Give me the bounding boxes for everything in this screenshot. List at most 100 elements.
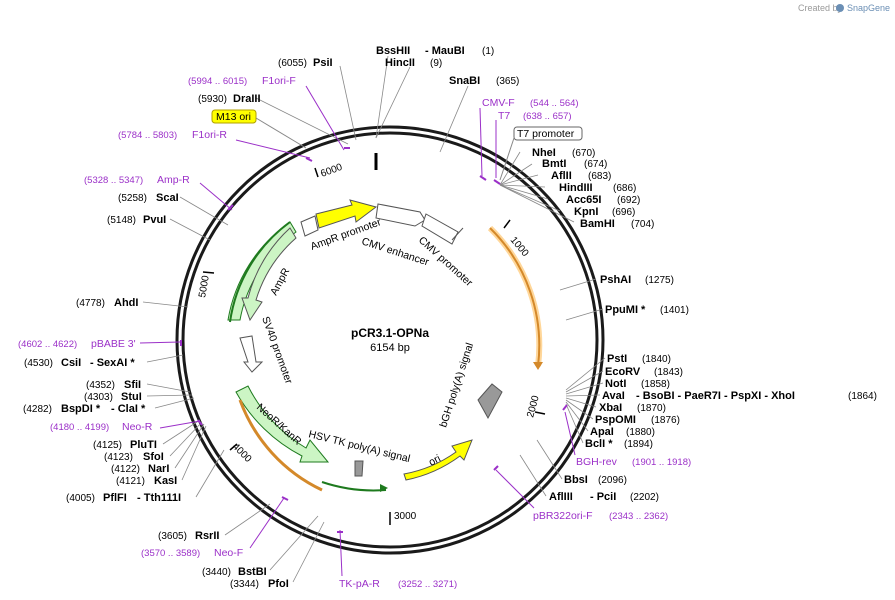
enzyme-apai[interactable]: ApaI bbox=[590, 426, 614, 438]
enzyme-hincii-pos: (9) bbox=[430, 58, 442, 69]
enzyme-ecorv[interactable]: EcoRV bbox=[605, 366, 641, 378]
enzyme-draiii[interactable]: DraIII bbox=[233, 93, 261, 105]
enzyme-ahdi[interactable]: AhdI bbox=[114, 297, 138, 309]
insert-orf bbox=[489, 227, 541, 367]
enzyme-noti[interactable]: NotI bbox=[605, 378, 626, 390]
enzyme-csii[interactable]: CsiI bbox=[61, 357, 81, 369]
enzyme-hincii[interactable]: HincII bbox=[385, 57, 415, 69]
enzyme-bcli-pos: (1894) bbox=[624, 439, 653, 450]
primer-cmv-f[interactable]: CMV-F bbox=[482, 97, 515, 109]
enzyme-bspdi-alt[interactable]: - ClaI * bbox=[111, 403, 146, 415]
enzyme-nari-pos: (4122) bbox=[111, 464, 140, 475]
backbone-inner bbox=[181, 131, 599, 549]
enzyme-pvui[interactable]: PvuI bbox=[143, 214, 166, 226]
enzyme-stui-pos: (4303) bbox=[84, 392, 113, 403]
enzyme-psii[interactable]: PsiI bbox=[313, 57, 333, 69]
enzyme-hindiii-pos: (686) bbox=[613, 183, 636, 194]
enzyme-bcli[interactable]: BclI * bbox=[585, 438, 613, 450]
enzyme-afliii[interactable]: AflIII bbox=[549, 491, 573, 503]
primer-f1ori-f[interactable]: F1ori-F bbox=[262, 75, 296, 87]
enzyme-pflfi[interactable]: PflFI bbox=[103, 492, 127, 504]
enzyme-bstbi[interactable]: BstBI bbox=[238, 566, 267, 578]
enzyme-kasi[interactable]: KasI bbox=[154, 475, 177, 487]
enzyme-pvui-pos: (5148) bbox=[107, 215, 136, 226]
enzyme-afliii-alt[interactable]: - PciI bbox=[590, 491, 616, 503]
ampr-feature bbox=[241, 227, 297, 322]
enzyme-aflii[interactable]: AflII bbox=[551, 170, 572, 182]
enzyme-bsshii-alt[interactable]: - MauBI bbox=[425, 45, 465, 57]
t7-promoter-box bbox=[513, 126, 583, 141]
primer-pbr322ori-f[interactable]: pBR322ori-F bbox=[533, 510, 593, 522]
primer-amp-r[interactable]: Amp-R bbox=[157, 174, 190, 186]
enzyme-ppumi[interactable]: PpuMI * bbox=[605, 304, 646, 316]
primer-neo-r-range: (4180 .. 4199) bbox=[50, 422, 109, 433]
primer-t7-range: (638 .. 657) bbox=[523, 111, 572, 122]
primer-pbabe[interactable]: pBABE 3' bbox=[91, 338, 136, 350]
primer-bgh-rev[interactable]: BGH-rev bbox=[576, 456, 618, 468]
tick-6000: 6000 bbox=[319, 162, 344, 180]
enzyme-bbsi[interactable]: BbsI bbox=[564, 474, 588, 486]
enzyme-avai[interactable]: AvaI bbox=[602, 390, 625, 402]
bgh-label: bGH poly(A) signal bbox=[437, 341, 476, 429]
enzyme-kpni[interactable]: KpnI bbox=[574, 206, 598, 218]
primer-neo-r[interactable]: Neo-R bbox=[122, 421, 153, 433]
enzyme-pspomi-pos: (1876) bbox=[651, 415, 680, 426]
enzyme-bbsi-pos: (2096) bbox=[598, 475, 627, 486]
enzyme-stui[interactable]: StuI bbox=[121, 391, 142, 403]
enzyme-sfii[interactable]: SfiI bbox=[124, 379, 141, 391]
enzyme-snabi-pos: (365) bbox=[496, 76, 519, 87]
enzyme-acc65i[interactable]: Acc65I bbox=[566, 194, 601, 206]
enzyme-hindiii[interactable]: HindIII bbox=[559, 182, 593, 194]
primer-f1ori-r[interactable]: F1ori-R bbox=[192, 129, 227, 141]
enzyme-snabi[interactable]: SnaBI bbox=[449, 75, 480, 87]
enzyme-pfoi[interactable]: PfoI bbox=[268, 578, 289, 590]
tick-4000: 4000 bbox=[230, 441, 254, 465]
enzyme-rsrii[interactable]: RsrII bbox=[195, 530, 219, 542]
enzyme-ahdi-pos: (4778) bbox=[76, 298, 105, 309]
primer-t7[interactable]: T7 bbox=[498, 110, 510, 122]
enzyme-draiii-pos: (5930) bbox=[198, 94, 227, 105]
primer-amp-r-range: (5328 .. 5347) bbox=[84, 175, 143, 186]
sv40-promoter-label: SV40 promoter bbox=[259, 315, 295, 386]
plasmid-length: 6154 bp bbox=[370, 342, 410, 354]
enzyme-sfoi[interactable]: SfoI bbox=[143, 451, 164, 463]
m13-ori-label: M13 ori bbox=[216, 111, 251, 123]
enzyme-pfoi-pos: (3344) bbox=[230, 579, 259, 590]
enzyme-pshai-pos: (1275) bbox=[645, 275, 674, 286]
enzyme-bspdi[interactable]: BspDI * bbox=[61, 403, 101, 415]
enzyme-kasi-pos: (4121) bbox=[116, 476, 145, 487]
enzyme-csii-alt[interactable]: - SexAI * bbox=[90, 357, 135, 369]
enzyme-nhei[interactable]: NheI bbox=[532, 147, 556, 159]
primer-f1ori-r-range: (5784 .. 5803) bbox=[118, 130, 177, 141]
enzyme-nari[interactable]: NarI bbox=[148, 463, 169, 475]
enzyme-xbai-pos: (1870) bbox=[637, 403, 666, 414]
hsv-tk-polya-feature bbox=[354, 460, 364, 477]
primer-tk-pa-r[interactable]: TK-pA-R bbox=[339, 578, 380, 590]
enzyme-xbai[interactable]: XbaI bbox=[599, 402, 622, 414]
enzyme-scai-pos: (5258) bbox=[118, 193, 147, 204]
hsv-tk-arrowhead bbox=[380, 484, 388, 492]
enzyme-pluti[interactable]: PluTI bbox=[130, 439, 157, 451]
primer-neo-f[interactable]: Neo-F bbox=[214, 547, 243, 559]
neor-feature bbox=[235, 385, 330, 463]
enzyme-avai-pos: (1864) bbox=[848, 391, 877, 402]
enzyme-pspomi[interactable]: PspOMI bbox=[595, 414, 636, 426]
enzyme-bamhi[interactable]: BamHI bbox=[580, 218, 615, 230]
enzyme-pflfi-alt[interactable]: - Tth111I bbox=[137, 492, 181, 504]
enzyme-bspdi-pos: (4282) bbox=[23, 404, 52, 415]
enzyme-psti[interactable]: PstI bbox=[607, 353, 627, 365]
enzyme-bstbi-pos: (3440) bbox=[202, 567, 231, 578]
enzyme-bmti[interactable]: BmtI bbox=[542, 158, 566, 170]
enzyme-labels: BssHII - MauBI (1) HincII (9) (6055) Psi… bbox=[23, 45, 877, 590]
enzyme-afliii-pos: (2202) bbox=[630, 492, 659, 503]
enzyme-bsshii-pos: (1) bbox=[482, 46, 494, 57]
bgh-polya-feature bbox=[477, 383, 503, 420]
enzyme-psii-pos: (6055) bbox=[278, 58, 307, 69]
ori-feature bbox=[403, 439, 473, 481]
enzyme-bsshii[interactable]: BssHII bbox=[376, 45, 410, 57]
enzyme-pshai[interactable]: PshAI bbox=[600, 274, 631, 286]
enzyme-avai-alt[interactable]: - BsoBI - PaeR7I - PspXI - XhoI bbox=[636, 390, 795, 402]
primer-tk-pa-r-range: (3252 .. 3271) bbox=[398, 579, 457, 590]
enzyme-scai[interactable]: ScaI bbox=[156, 192, 179, 204]
snapgene-brand: SnapGene bbox=[847, 3, 890, 13]
